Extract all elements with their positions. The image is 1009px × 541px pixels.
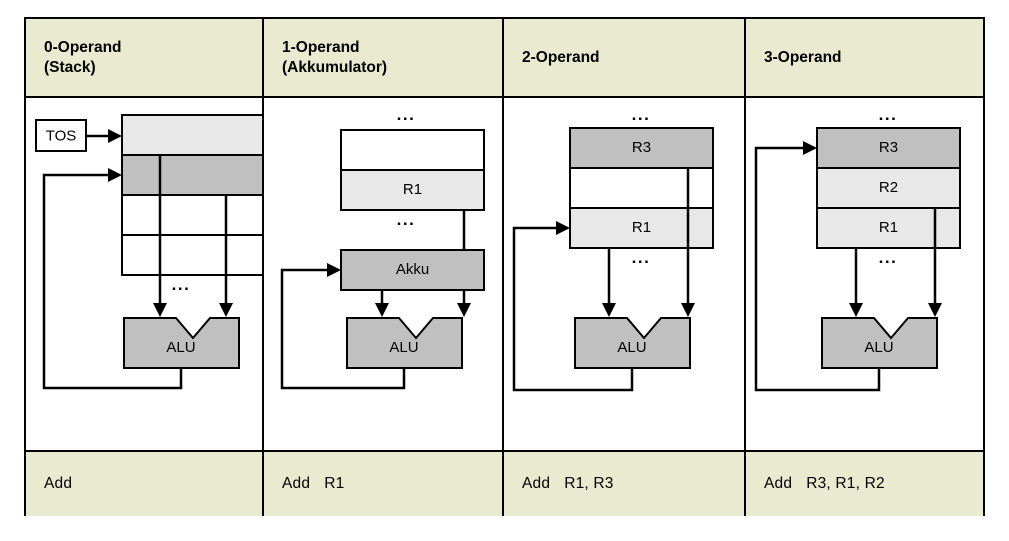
register-file-bottom-ellipsis: ... — [879, 248, 898, 267]
header-title-line1: 0-Operand — [44, 38, 122, 56]
table-instruction-row: Add Add R1 Add R1, R3 Add R3, R1, R2 — [26, 452, 983, 516]
operand-bus-right-arrowhead — [928, 303, 942, 317]
header-cell-two-operand: 2-Operand — [504, 19, 746, 96]
alu-result-feedback-path — [280, 268, 406, 390]
two-operand-machine-diagram: ... R3 R1 ... — [512, 105, 714, 392]
register-cell-r1-label: R1 — [403, 181, 422, 198]
operand-bus-right-arrowhead — [219, 303, 233, 317]
instruction-cell-three-operand: Add R3, R1, R2 — [746, 452, 983, 516]
register-cell-empty — [340, 129, 485, 171]
table-header-row: 0-Operand (Stack) 1-Operand (Akkumulator… — [26, 19, 983, 98]
tos-arrow-head — [108, 129, 122, 143]
accumulator-label: Akku — [396, 261, 429, 278]
header-title-line2: (Stack) — [44, 58, 96, 76]
register-cell-r3-label: R3 — [632, 139, 651, 156]
diagram-cell-zero-operand: TOS — [26, 98, 264, 450]
stack-ellipsis: ... — [172, 275, 191, 294]
alu-result-feedback-arrowhead — [556, 221, 570, 235]
diagram-cell-two-operand: ... R3 R1 ... — [504, 98, 746, 450]
alu-label: ALU — [166, 339, 195, 356]
instruction-mnemonic: Add — [764, 475, 793, 492]
header-cell-zero-operand: 0-Operand (Stack) — [26, 19, 264, 96]
stack-cell-2 — [121, 194, 262, 236]
alu-result-feedback-path — [42, 173, 183, 390]
diagram-cell-one-operand: ... R1 ... Akku — [264, 98, 504, 450]
header-title-line1: 1-Operand — [282, 38, 360, 56]
header-cell-one-operand: 1-Operand (Akkumulator) — [264, 19, 504, 96]
alu-shape — [574, 317, 691, 369]
register-cell-r1-label: R1 — [632, 219, 651, 236]
alu-shape — [123, 317, 240, 369]
header-title-line2: (Akkumulator) — [282, 58, 388, 76]
alu-result-feedback-arrowhead — [327, 263, 341, 277]
alu-shape — [821, 317, 938, 369]
register-file-top-ellipsis: ... — [632, 105, 651, 124]
instruction-mnemonic: Add — [282, 475, 311, 492]
operand-bus-left-arrowhead — [375, 303, 389, 317]
table-diagram-row: TOS — [26, 98, 983, 452]
register-file-top-ellipsis: ... — [879, 105, 898, 124]
header-title-line1: 2-Operand — [522, 48, 600, 66]
alu-result-feedback-path — [754, 146, 881, 392]
operand-bus-left-arrowhead — [153, 303, 167, 317]
tos-label-text: TOS — [46, 127, 77, 144]
stack-cell-3 — [121, 234, 262, 276]
instruction-cell-zero-operand: Add — [26, 452, 264, 516]
instruction-operands: R3, R1, R2 — [806, 475, 885, 492]
tos-label-box — [35, 119, 87, 152]
register-file-top-ellipsis: ... — [397, 105, 416, 124]
alu-result-feedback-path — [512, 226, 634, 392]
accumulator-machine-diagram: ... R1 ... Akku — [280, 105, 485, 390]
operand-formats-table: 0-Operand (Stack) 1-Operand (Akkumulator… — [24, 17, 985, 516]
alu-shape — [346, 317, 463, 369]
instruction-mnemonic: Add — [522, 475, 551, 492]
register-cell-empty — [569, 167, 714, 209]
diagram-cell-three-operand: ... R3 R2 R1 ... — [746, 98, 983, 450]
alu-label: ALU — [864, 339, 893, 356]
register-cell-r2 — [816, 167, 961, 209]
register-cell-r1-label: R1 — [879, 219, 898, 236]
operand-bus-left-arrowhead — [849, 303, 863, 317]
instruction-operands: R1, R3 — [564, 475, 614, 492]
operand-bus-right-arrowhead — [457, 303, 471, 317]
stack-cell-0 — [121, 114, 262, 156]
alu-result-feedback-arrowhead — [803, 141, 817, 155]
three-operand-machine-diagram: ... R3 R2 R1 ... — [754, 105, 961, 392]
register-file-bottom-ellipsis: ... — [632, 248, 651, 267]
operand-bus-right-arrowhead — [681, 303, 695, 317]
header-cell-three-operand: 3-Operand — [746, 19, 983, 96]
operand-bus-left-arrowhead — [602, 303, 616, 317]
alu-label: ALU — [617, 339, 646, 356]
stack-cell-1 — [121, 154, 262, 196]
register-cell-r3-label: R3 — [879, 139, 898, 156]
register-cell-r2-label: R2 — [879, 179, 898, 196]
register-cell-r1 — [340, 169, 485, 211]
alu-result-feedback-arrowhead — [108, 168, 122, 182]
header-title-line1: 3-Operand — [764, 48, 842, 66]
instruction-mnemonic: Add — [44, 475, 73, 492]
instruction-cell-one-operand: Add R1 — [264, 452, 504, 516]
instruction-operands: R1 — [324, 475, 345, 492]
stack-machine-diagram: TOS — [35, 114, 262, 390]
instruction-cell-two-operand: Add R1, R3 — [504, 452, 746, 516]
accumulator-box — [340, 249, 485, 291]
alu-label: ALU — [389, 339, 418, 356]
register-file-bottom-ellipsis: ... — [397, 210, 416, 229]
